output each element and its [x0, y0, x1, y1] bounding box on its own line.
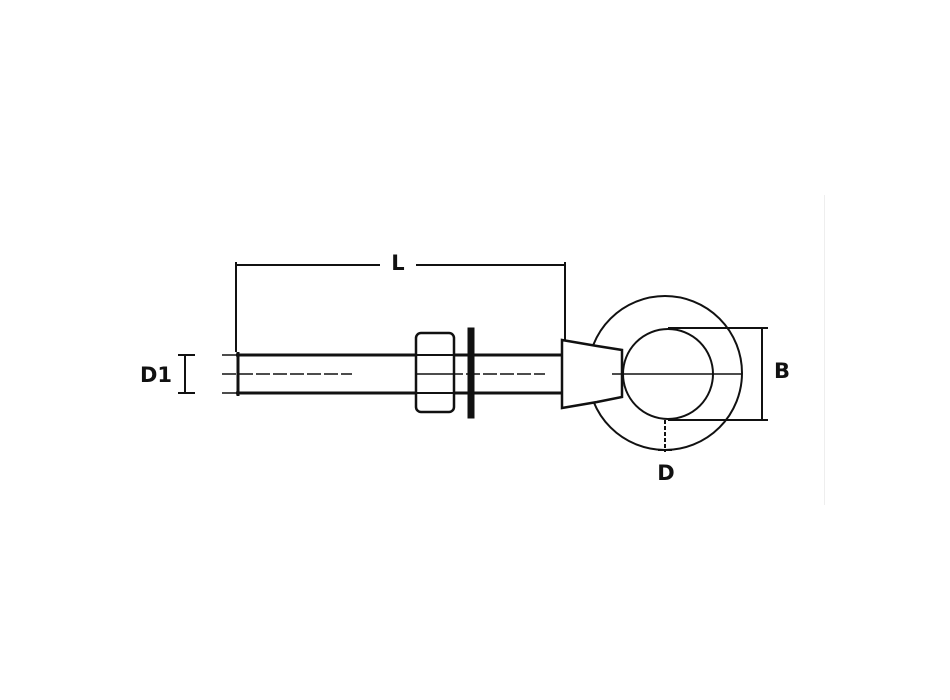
frame-edge — [824, 195, 825, 505]
eye-neck — [560, 338, 624, 410]
label-thread-diameter: D1 — [140, 363, 172, 387]
eye-bolt — [222, 295, 743, 451]
label-length: L — [391, 251, 404, 275]
shaft — [222, 352, 562, 396]
washer — [467, 327, 475, 419]
label-eye-inner-diameter: B — [774, 359, 790, 383]
hex-nut — [414, 331, 456, 414]
label-eye-wire-diameter: D — [657, 461, 674, 485]
dimension-lines — [178, 262, 768, 452]
